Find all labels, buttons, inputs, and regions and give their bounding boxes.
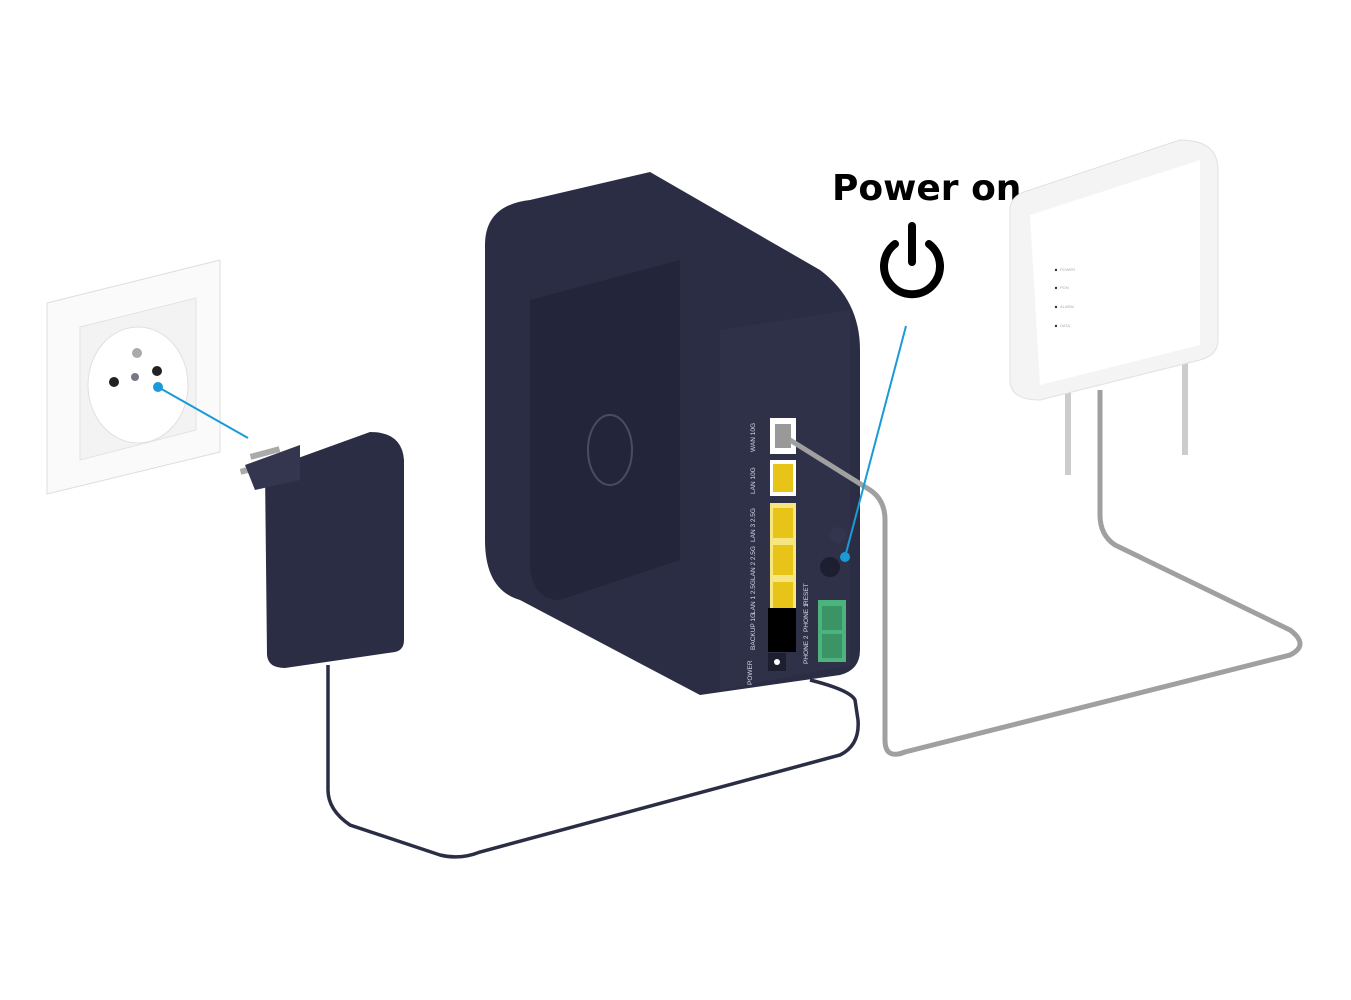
ont-led-power: POWER	[1060, 267, 1075, 272]
backup-port	[768, 608, 796, 652]
power-cable	[326, 665, 860, 859]
port-label-lan: LAN 10G	[750, 467, 757, 494]
wall-socket	[46, 259, 221, 495]
port-label-lan1: LAN 1 2.5G	[750, 580, 757, 614]
power-on-title: Power on	[832, 168, 1022, 209]
port-label-phone2: PHONE 2	[803, 635, 810, 664]
port-label-lan2: LAN 2 2.5G	[750, 546, 757, 580]
socket-pointer-line	[157, 386, 249, 439]
ont-led-data: DATA	[1060, 323, 1070, 328]
port-label-phone1: PHONE 1	[803, 603, 810, 632]
power-button	[820, 557, 840, 577]
ont-led-alarm: ALARM	[1060, 304, 1074, 309]
port-label-backup: BACKUP 1G	[750, 613, 757, 650]
port-label-lan3: LAN 3 2.5G	[750, 508, 757, 542]
ethernet-cable	[788, 390, 1303, 757]
power-button-pointer-line	[844, 325, 907, 558]
port-label-power: POWER	[747, 660, 754, 685]
ont-device: POWER PON ALARM DATA	[1009, 139, 1219, 475]
ont-led-pon: PON	[1060, 285, 1069, 290]
port-label-reset: RESET	[803, 583, 810, 605]
power-icon	[880, 222, 944, 299]
port-label-wan: WAN 10G	[750, 423, 757, 452]
router: WAN 10G LAN 10G LAN 3 2.5G LAN 2 2.5G LA…	[485, 172, 860, 695]
power-adapter	[239, 432, 404, 668]
